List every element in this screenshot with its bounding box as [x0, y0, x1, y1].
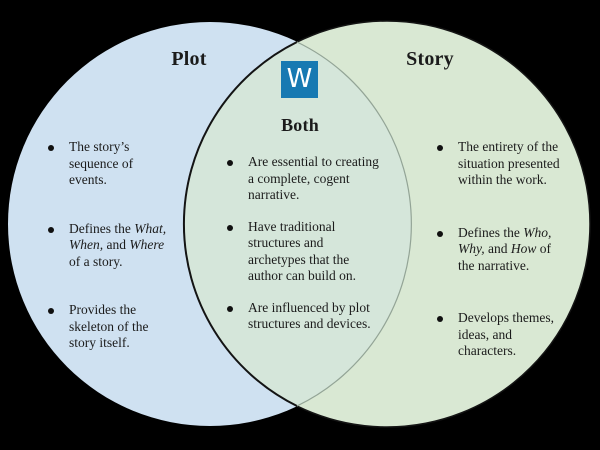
bullet-icon [48, 308, 54, 314]
w-logo: W [281, 61, 318, 98]
overlap-region [183, 42, 412, 406]
bullet-icon [437, 145, 443, 151]
bullet-icon [227, 160, 233, 166]
w-logo-letter: W [286, 64, 313, 94]
bullet-icon [437, 230, 443, 237]
bullet-icon [48, 145, 54, 151]
overlap-left-arc [182, 41, 298, 407]
bullet-icon [227, 305, 233, 312]
story-title: Story [406, 48, 454, 70]
bullet-icon [437, 316, 443, 322]
plot-title: Plot [171, 48, 207, 70]
bullet-icon [48, 226, 54, 233]
both-title: Both [281, 115, 319, 135]
bullet-icon [227, 224, 233, 231]
overlap-right-arc [296, 41, 412, 407]
